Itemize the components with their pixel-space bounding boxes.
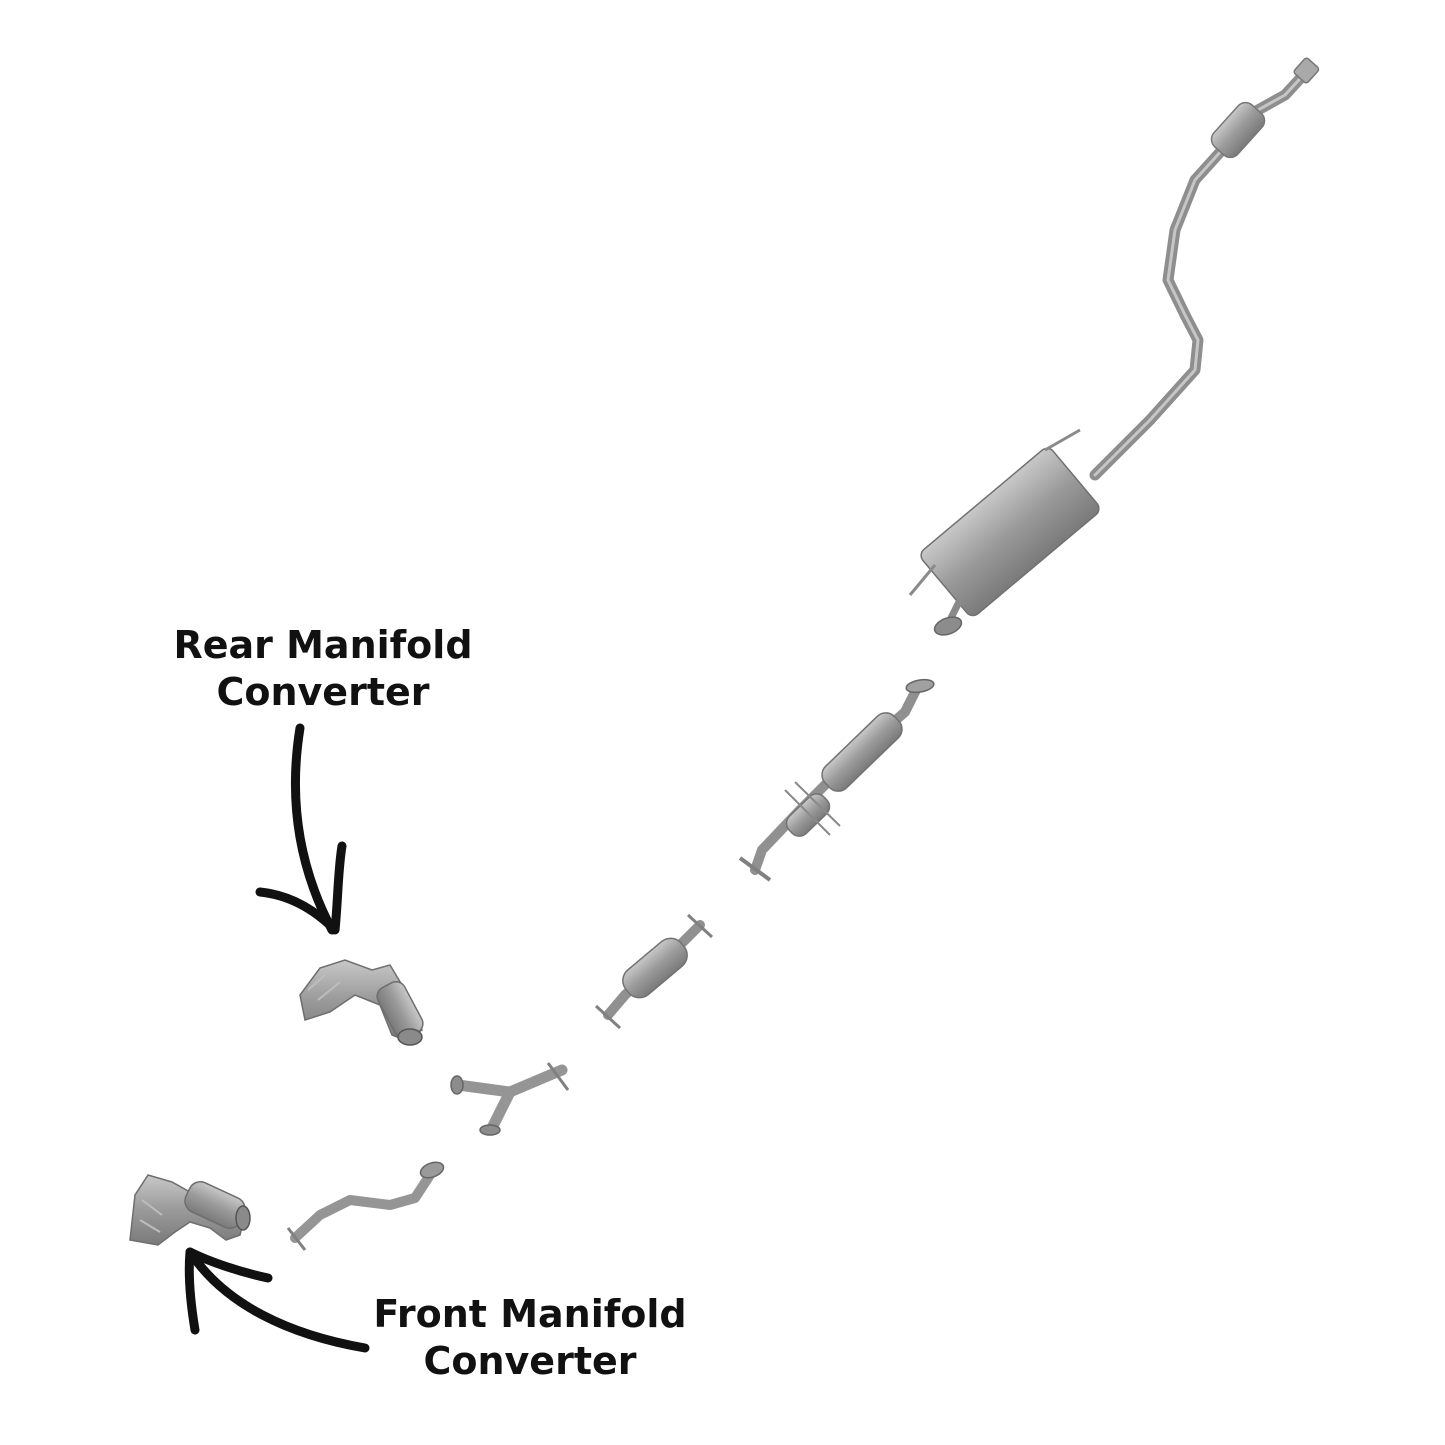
rear-label-line-1: Rear Manifold	[173, 623, 473, 667]
rear-manifold-converter-part	[299, 959, 424, 1046]
tailpipe-resonator-part	[1089, 57, 1320, 481]
rear-label-line-2: Converter	[216, 670, 430, 714]
front-label-line-1: Front Manifold	[373, 1292, 687, 1336]
resonator-pipe-part	[738, 678, 935, 882]
y-pipe-part	[450, 1062, 570, 1136]
front-converter-arrow	[184, 1247, 370, 1353]
rear-manifold-converter-label: Rear Manifold Converter	[163, 622, 483, 716]
front-manifold-converter-label: Front Manifold Converter	[360, 1291, 700, 1385]
catalytic-converter-pipe-part	[594, 913, 714, 1030]
front-manifold-converter-part	[129, 1174, 251, 1246]
rear-converter-arrow	[255, 723, 347, 935]
front-pipe-part	[286, 1161, 445, 1251]
muffler-part	[908, 428, 1100, 636]
front-label-line-2: Converter	[423, 1339, 637, 1383]
